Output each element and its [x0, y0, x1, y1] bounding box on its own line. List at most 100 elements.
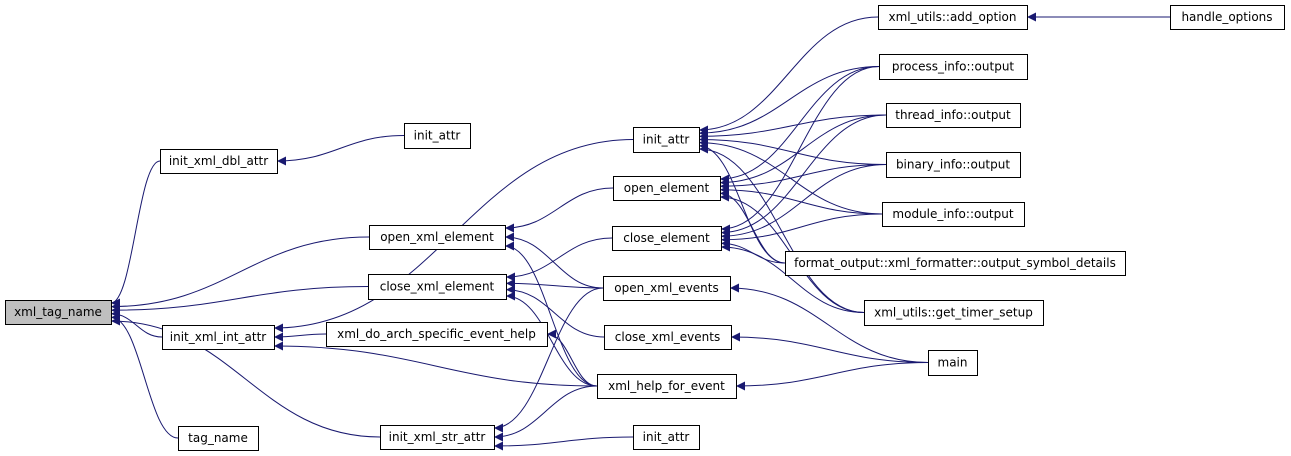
node-box [368, 274, 507, 300]
node-module-info[interactable]: module_info::output [882, 202, 1025, 227]
node-format-output[interactable]: format_output::xml_formatter::output_sym… [785, 251, 1126, 276]
node-label: init_xml_str_attr [389, 430, 486, 444]
node-xml-help-for-event[interactable]: xml_help_for_event [597, 374, 737, 399]
node-label: xml_help_for_event [608, 379, 725, 393]
node-label: thread_info::output [895, 108, 1011, 122]
node-box [864, 300, 1044, 326]
node-box [886, 103, 1021, 128]
node-box [5, 300, 112, 325]
edge-init_xml_int_attr-to-xml_tag_name [110, 309, 163, 338]
node-box [162, 325, 275, 350]
node-init-attr-mid[interactable]: init_attr [633, 127, 700, 153]
node-main[interactable]: main [928, 350, 978, 376]
edge-close_xml_element-to-xml_tag_name [110, 286, 369, 315]
edge-xml_help_for_event-to-open_xml_element [504, 241, 598, 387]
edge-binary_info-to-close_element [720, 164, 887, 241]
node-close-xml-element[interactable]: close_xml_element [368, 274, 507, 300]
node-label: binary_info::output [896, 158, 1010, 172]
node-label: init_xml_dbl_attr [169, 154, 268, 168]
node-init-xml-int-attr[interactable]: init_xml_int_attr [162, 325, 275, 350]
edge-get_timer_setup-to-close_element [720, 242, 865, 313]
node-box [882, 202, 1025, 227]
node-xml-do-arch[interactable]: xml_do_arch_specific_event_help [326, 322, 548, 347]
node-box [886, 152, 1021, 178]
edge-close_element-to-close_xml_element [505, 237, 613, 282]
edge-init_xml_dbl_attr-to-xml_tag_name [110, 160, 161, 308]
edge-open_xml_events-to-init_xml_str_attr [493, 287, 604, 433]
node-xml-tag-name[interactable]: xml_tag_name [5, 300, 112, 325]
node-box [178, 426, 259, 451]
node-label: close_element [623, 231, 710, 245]
node-init-xml-str-attr[interactable]: init_xml_str_attr [380, 425, 495, 450]
node-box [369, 225, 506, 250]
node-box [613, 176, 721, 201]
node-add-option[interactable]: xml_utils::add_option [878, 5, 1028, 30]
node-label: xml_tag_name [14, 305, 102, 319]
node-box [612, 226, 722, 251]
edge-xml_help_for_event-to-close_xml_element [505, 291, 598, 387]
node-label: main [938, 356, 968, 370]
edge-open_xml_element-to-xml_tag_name [110, 236, 370, 312]
node-binary-info[interactable]: binary_info::output [886, 152, 1021, 178]
node-box [785, 251, 1126, 276]
node-label: init_xml_int_attr [170, 330, 267, 344]
node-box [878, 5, 1028, 30]
node-label: close_xml_element [380, 280, 495, 294]
node-open-element[interactable]: open_element [613, 176, 721, 201]
node-box [380, 425, 495, 450]
node-label: module_info::output [892, 207, 1013, 221]
edge-main-to-close_xml_events [730, 332, 929, 363]
node-box [633, 127, 700, 153]
node-label: process_info::output [892, 60, 1015, 74]
node-label: init_attr [414, 129, 461, 143]
node-box [597, 374, 737, 399]
edge-init_attr_bot-to-init_xml_str_attr [493, 436, 634, 451]
edge-main-to-xml_help_for_event [735, 362, 929, 391]
edge-xml_help_for_event-to-xml_do_arch [546, 329, 598, 387]
node-label: open_xml_events [614, 281, 719, 295]
edge-main-to-open_xml_events [729, 283, 929, 363]
node-box [1170, 5, 1285, 30]
edge-binary_info-to-open_element [719, 164, 887, 191]
node-init-attr-top[interactable]: init_attr [404, 123, 471, 149]
node-process-info[interactable]: process_info::output [879, 54, 1028, 80]
edge-open_element-to-open_xml_element [504, 187, 614, 233]
node-box [633, 425, 700, 450]
node-close-element[interactable]: close_element [612, 226, 722, 251]
node-box [604, 325, 732, 350]
node-label: init_attr [643, 133, 690, 147]
node-label: handle_options [1181, 10, 1272, 24]
edge-xml_help_for_event-to-init_xml_int_attr [273, 341, 598, 387]
edge-xml_do_arch-to-init_xml_int_attr [273, 332, 327, 342]
edge-module_info-to-init_attr_mid [698, 138, 883, 215]
edge-close_xml_events-to-close_xml_element [505, 285, 605, 338]
node-box [879, 54, 1028, 80]
edge-open_xml_events-to-open_xml_element [504, 232, 604, 289]
node-open-xml-events[interactable]: open_xml_events [603, 276, 731, 301]
node-label: xml_utils::add_option [889, 10, 1017, 24]
node-init-attr-bot[interactable]: init_attr [633, 425, 700, 450]
node-label: init_attr [643, 430, 690, 444]
node-box [928, 350, 978, 376]
edge-process_info-to-init_attr_mid [698, 66, 880, 138]
node-box [326, 322, 548, 347]
node-box [160, 149, 278, 174]
node-init-xml-dbl-attr[interactable]: init_xml_dbl_attr [160, 149, 278, 174]
edge-process_info-to-close_element [720, 66, 880, 234]
edge-binary_info-to-init_attr_mid [698, 135, 887, 165]
node-label: open_element [624, 181, 710, 195]
node-thread-info[interactable]: thread_info::output [886, 103, 1021, 128]
edge-open_xml_events-to-close_xml_element [505, 278, 604, 289]
node-handle-options[interactable]: handle_options [1170, 5, 1285, 30]
node-box [404, 123, 471, 149]
node-open-xml-element[interactable]: open_xml_element [369, 225, 506, 250]
edge-thread_info-to-open_element [719, 114, 887, 188]
node-tag-name[interactable]: tag_name [178, 426, 259, 451]
edge-init_xml_str_attr-to-xml_tag_name [110, 316, 381, 438]
node-label: xml_do_arch_specific_event_help [337, 327, 536, 341]
node-close-xml-events[interactable]: close_xml_events [604, 325, 732, 350]
node-get-timer-setup[interactable]: xml_utils::get_timer_setup [864, 300, 1044, 326]
node-label: open_xml_element [380, 230, 494, 244]
